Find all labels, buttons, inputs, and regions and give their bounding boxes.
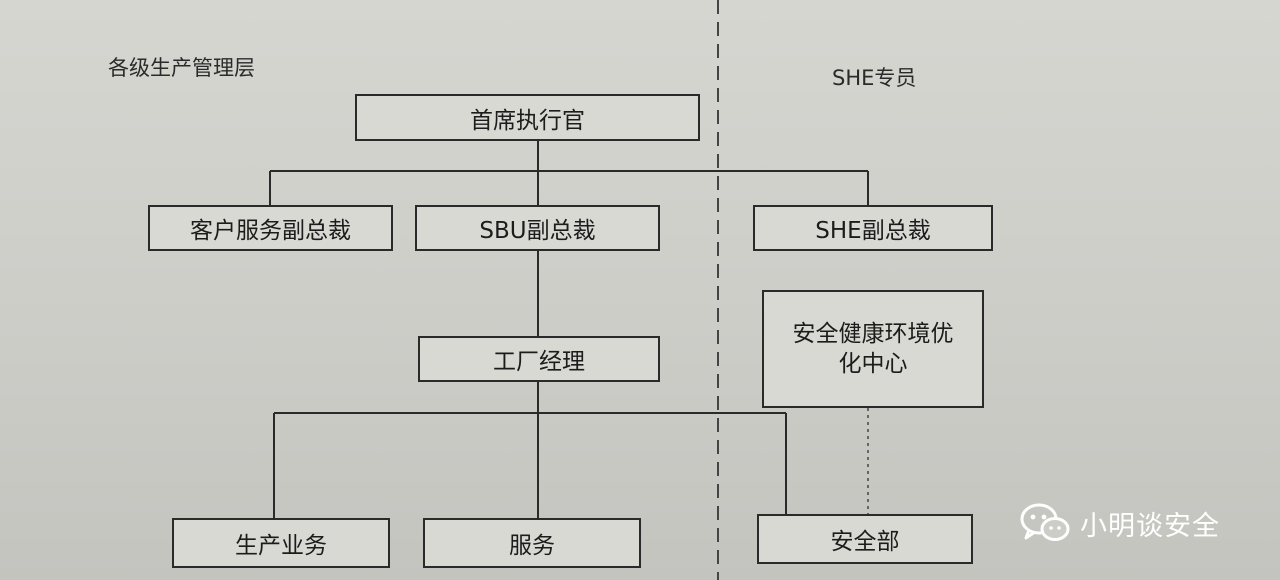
service-box: 服务: [423, 518, 641, 568]
vp-sbu-box: SBU副总裁: [415, 205, 660, 251]
ceo-box: 首席执行官: [355, 94, 700, 141]
safety-department-box: 安全部: [757, 514, 973, 564]
wechat-logo-icon: [1020, 503, 1070, 541]
production-box: 生产业务: [172, 518, 390, 568]
vp-she-box: SHE副总裁: [753, 205, 993, 251]
watermark-text: 小明谈安全: [1080, 510, 1220, 542]
watermark: 小明谈安全: [1020, 500, 1220, 546]
management-tier-label: 各级生产管理层: [108, 56, 255, 80]
she-staff-label: SHE专员: [832, 66, 917, 90]
vp-customer-service-box: 客户服务副总裁: [148, 205, 393, 251]
plant-manager-box: 工厂经理: [418, 336, 660, 382]
she-optimization-center-box: 安全健康环境优化中心: [762, 290, 984, 408]
